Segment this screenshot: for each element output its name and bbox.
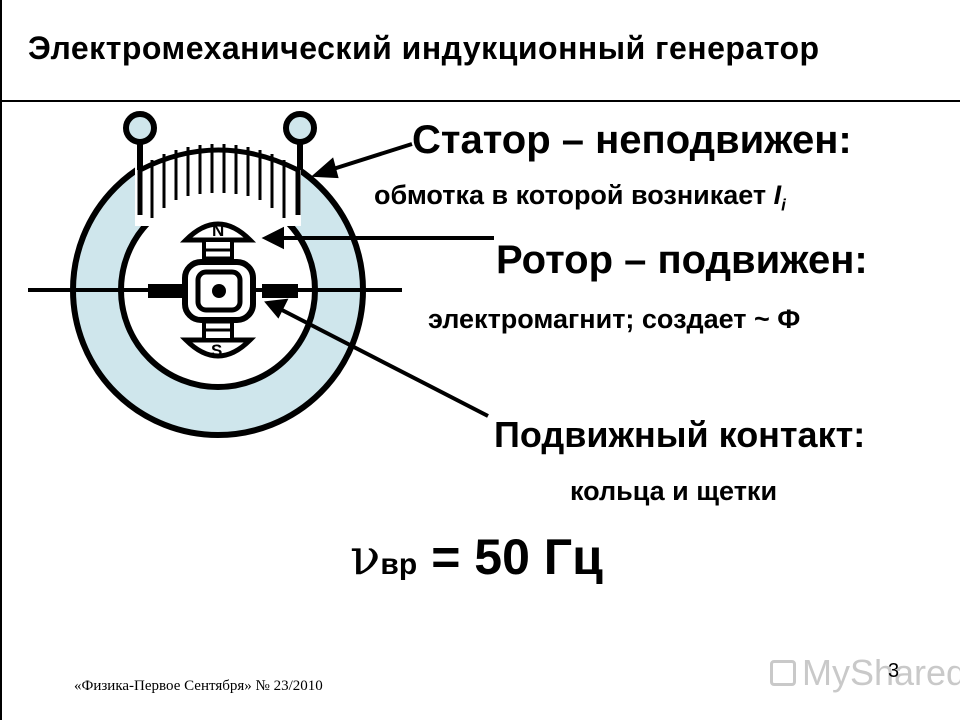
contact-description: кольца и щетки [570, 476, 778, 506]
presentation-icon [770, 660, 796, 686]
winding-turns [150, 144, 286, 218]
pole-label-south: S [211, 341, 222, 360]
stator-description-text: обмотка в которой возникает [374, 180, 774, 210]
stator-description: обмотка в которой возникает Ii [374, 180, 786, 215]
frequency-formula: ν вр = 50 Гц [350, 528, 603, 586]
slide-title: Электромеханический индукционный генерат… [28, 30, 820, 66]
source-citation: «Физика-Первое Сентября» № 23/2010 [74, 678, 323, 694]
shaft-center [212, 284, 226, 298]
left-frame-line [0, 0, 2, 720]
pole-label-north: N [212, 221, 224, 240]
contact-title: Подвижный контакт: [494, 414, 866, 455]
watermark-text: MyShared [802, 652, 960, 693]
pointer-rotor [261, 226, 494, 250]
stator-title: Статор – неподвижен: [412, 118, 852, 162]
title-bar: Электромеханический индукционный генерат… [0, 0, 960, 102]
terminal-left [123, 111, 157, 145]
frequency-symbol: ν [350, 528, 381, 586]
pointer-contact [264, 298, 489, 418]
brush-left [148, 284, 182, 298]
induced-current-symbol: Ii [773, 180, 786, 215]
rotor-pole-north [179, 221, 257, 243]
brush-right [262, 284, 298, 298]
frequency-subscript: вр [380, 548, 418, 581]
frequency-value: = 50 Гц [431, 529, 603, 585]
pointer-stator [310, 142, 413, 179]
rotor-title: Ротор – подвижен: [496, 238, 868, 282]
watermark: MyShared [770, 652, 960, 694]
rotor-pole-south [179, 337, 257, 359]
page-number: 3 [888, 660, 900, 682]
terminal-right [283, 111, 317, 145]
rotor-description: электромагнит; создает ~ Ф [428, 304, 801, 334]
